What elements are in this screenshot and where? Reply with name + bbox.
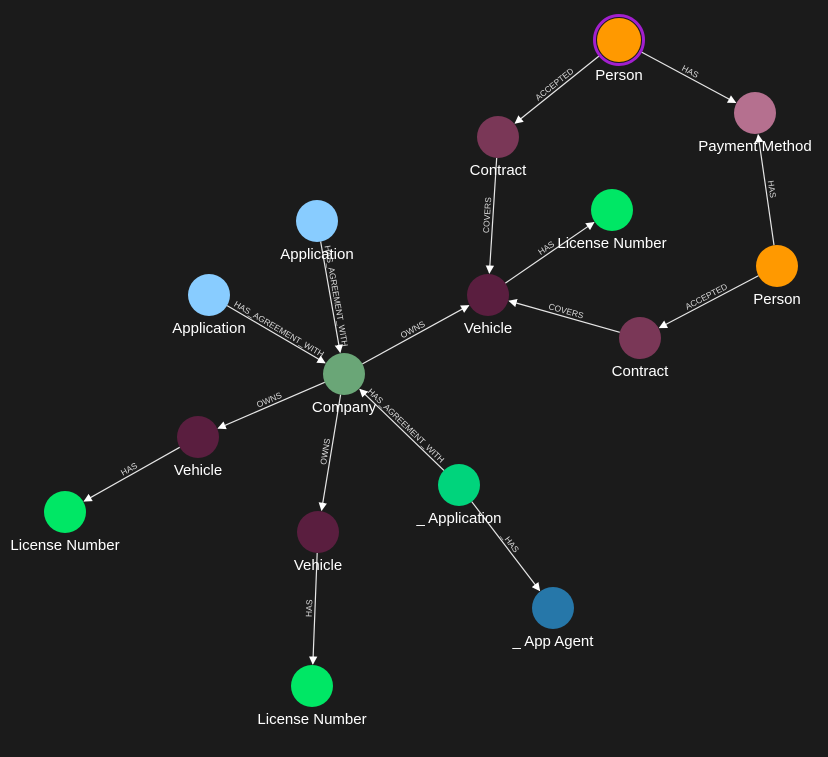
edge-label: HAS xyxy=(119,460,139,477)
edge-person_right-payment[interactable]: HAS xyxy=(755,133,778,246)
node-label: Application xyxy=(172,320,245,337)
edge-line[interactable] xyxy=(471,501,541,592)
node-circle[interactable] xyxy=(323,353,365,395)
node-vehicle_bottom[interactable]: Vehicle xyxy=(294,511,342,574)
edge-line[interactable] xyxy=(226,305,326,364)
node-agent[interactable]: _ App Agent xyxy=(512,587,595,650)
node-circle[interactable] xyxy=(291,665,333,707)
node-license_bottom[interactable]: License Number xyxy=(257,665,367,728)
edge-contract_top-vehicle_center[interactable]: COVERS xyxy=(481,157,498,274)
edge-line[interactable] xyxy=(638,50,737,104)
node-company[interactable]: Company xyxy=(312,353,377,416)
edge-line[interactable] xyxy=(514,53,602,124)
node-label: Contract xyxy=(470,162,528,179)
node-circle[interactable] xyxy=(532,587,574,629)
node-label: Payment Method xyxy=(698,138,811,155)
edge-line[interactable] xyxy=(485,157,498,274)
node-circle[interactable] xyxy=(297,511,339,553)
node-vehicle_left[interactable]: Vehicle xyxy=(174,416,222,479)
edge-vehicle_left-license_left[interactable]: HAS xyxy=(83,446,181,502)
node-circle[interactable] xyxy=(477,116,519,158)
node-circle[interactable] xyxy=(467,274,509,316)
node-label: Contract xyxy=(612,363,670,380)
node-circle[interactable] xyxy=(756,245,798,287)
node-label: _ Application xyxy=(415,510,501,527)
edges-layer: ACCEPTED HAS HAS COVERS HAS ACCEPTED COVERS OWN… xyxy=(83,50,778,665)
node-app_under[interactable]: _ Application xyxy=(415,464,502,527)
edge-label: ACCEPTED xyxy=(533,66,575,103)
node-label: License Number xyxy=(10,537,119,554)
node-circle[interactable] xyxy=(44,491,86,533)
node-label: Vehicle xyxy=(294,557,342,574)
edge-line[interactable] xyxy=(318,394,342,512)
edge-line[interactable] xyxy=(217,381,325,430)
edge-line[interactable] xyxy=(755,133,775,246)
edge-line[interactable] xyxy=(658,275,759,329)
node-vehicle_center[interactable]: Vehicle xyxy=(464,274,512,337)
node-label: License Number xyxy=(257,711,366,728)
node-circle[interactable] xyxy=(734,92,776,134)
selection-ring xyxy=(593,14,645,66)
node-license_top[interactable]: License Number xyxy=(557,189,667,252)
edge-label: HAS xyxy=(304,599,315,617)
node-label: _ App Agent xyxy=(512,633,595,650)
edge-person_top-payment[interactable]: HAS xyxy=(638,50,737,104)
node-circle[interactable] xyxy=(591,189,633,231)
node-contract_top[interactable]: Contract xyxy=(470,116,528,179)
edge-company-vehicle_left[interactable]: OWNS xyxy=(217,381,325,430)
node-circle[interactable] xyxy=(296,200,338,242)
node-circle[interactable] xyxy=(177,416,219,458)
edge-label: HAS_AGREEMENT_WITH xyxy=(366,386,447,464)
edge-line[interactable] xyxy=(320,241,343,354)
node-label: Person xyxy=(753,291,801,308)
edge-line[interactable] xyxy=(359,388,445,471)
edge-line[interactable] xyxy=(83,446,181,502)
edge-company-vehicle_bottom[interactable]: OWNS xyxy=(318,394,342,512)
edge-vehicle_center-license_top[interactable]: HAS xyxy=(504,221,595,284)
node-label: License Number xyxy=(557,235,666,252)
node-label: Person xyxy=(595,67,643,84)
edge-person_top-contract_top[interactable]: ACCEPTED xyxy=(514,53,602,124)
node-label: Application xyxy=(280,246,353,263)
edge-line[interactable] xyxy=(362,305,470,365)
edge-label: HAS xyxy=(680,63,700,80)
edge-line[interactable] xyxy=(508,299,620,333)
node-circle[interactable] xyxy=(438,464,480,506)
edge-label: COVERS xyxy=(481,197,493,234)
edge-label: HAS_AGREEMENT_WITH xyxy=(232,299,326,359)
node-circle[interactable] xyxy=(597,18,641,62)
node-payment[interactable]: Payment Method xyxy=(698,92,812,155)
edge-contract_right-vehicle_center[interactable]: COVERS xyxy=(508,299,620,333)
node-circle[interactable] xyxy=(188,274,230,316)
node-label: Vehicle xyxy=(464,320,512,337)
edge-company-vehicle_center[interactable]: OWNS xyxy=(362,305,470,365)
edge-label: ACCEPTED xyxy=(683,281,729,311)
node-license_left[interactable]: License Number xyxy=(10,491,120,554)
node-person_top[interactable]: Person xyxy=(593,14,645,85)
edge-label: HAS xyxy=(766,180,778,199)
node-person_right[interactable]: Person xyxy=(753,245,801,308)
edge-label: OWNS xyxy=(399,319,427,341)
edge-label: HAS xyxy=(536,239,556,257)
node-label: Vehicle xyxy=(174,462,222,479)
edge-label: OWNS xyxy=(318,437,332,465)
edge-person_right-contract_right[interactable]: ACCEPTED xyxy=(658,275,759,329)
edge-vehicle_bottom-license_bottom[interactable]: HAS xyxy=(304,552,318,665)
node-app_left[interactable]: Application xyxy=(172,274,246,337)
node-contract_right[interactable]: Contract xyxy=(612,317,670,380)
node-label: Company xyxy=(312,399,377,416)
edge-line[interactable] xyxy=(308,552,318,665)
edge-line[interactable] xyxy=(504,221,595,284)
node-app_top[interactable]: Application xyxy=(280,200,354,263)
node-circle[interactable] xyxy=(619,317,661,359)
